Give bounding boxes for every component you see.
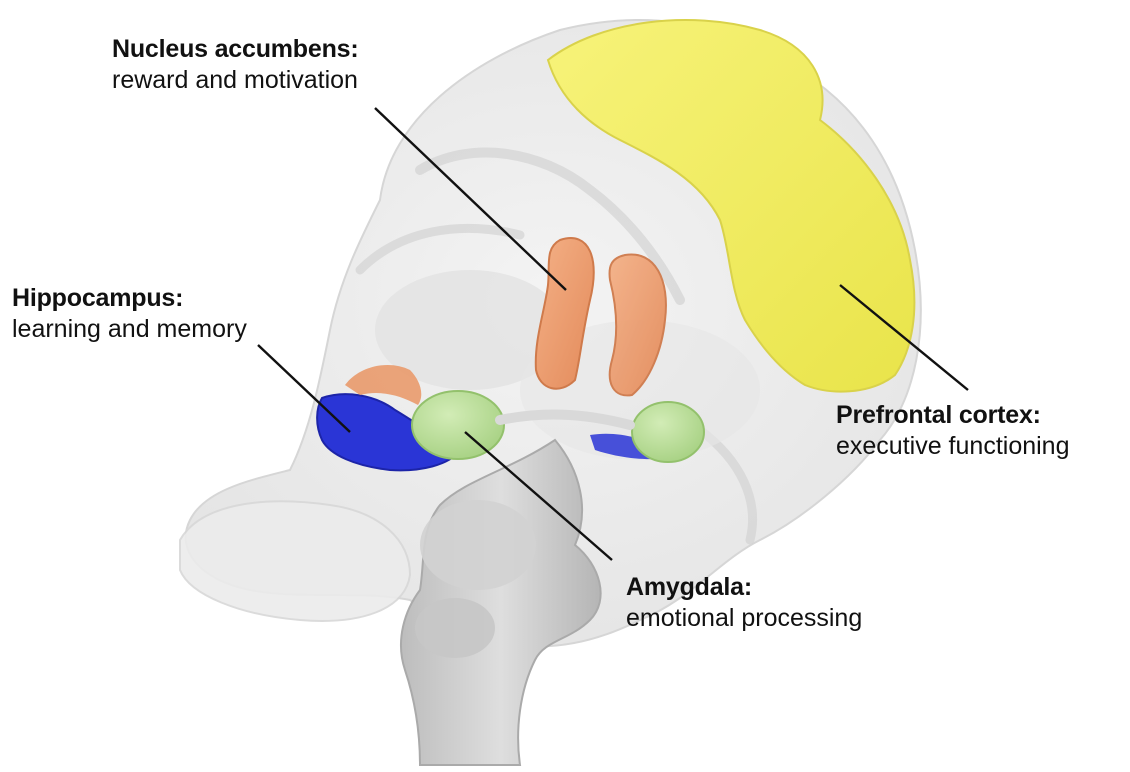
- hippocampus-name: Hippocampus:: [12, 283, 247, 314]
- hippocampus-callout: Hippocampus: learning and memory: [12, 283, 247, 344]
- hippocampus-function: learning and memory: [12, 314, 247, 345]
- nucleus-accumbens-name: Nucleus accumbens:: [112, 34, 359, 65]
- amygdala-function: emotional processing: [626, 603, 862, 634]
- amygdala-right-shape: [632, 402, 704, 462]
- amygdala-left-shape: [412, 391, 504, 459]
- prefrontal-cortex-callout: Prefrontal cortex: executive functioning: [836, 400, 1069, 461]
- prefrontal-cortex-name: Prefrontal cortex:: [836, 400, 1069, 431]
- amygdala-name: Amygdala:: [626, 572, 862, 603]
- nucleus-accumbens-function: reward and motivation: [112, 65, 359, 96]
- prefrontal-cortex-function: executive functioning: [836, 431, 1069, 462]
- pons-shape: [420, 500, 536, 590]
- nucleus-accumbens-callout: Nucleus accumbens: reward and motivation: [112, 34, 359, 95]
- amygdala-callout: Amygdala: emotional processing: [626, 572, 862, 633]
- medulla-shape: [415, 598, 495, 658]
- cerebellum-shape: [180, 501, 410, 621]
